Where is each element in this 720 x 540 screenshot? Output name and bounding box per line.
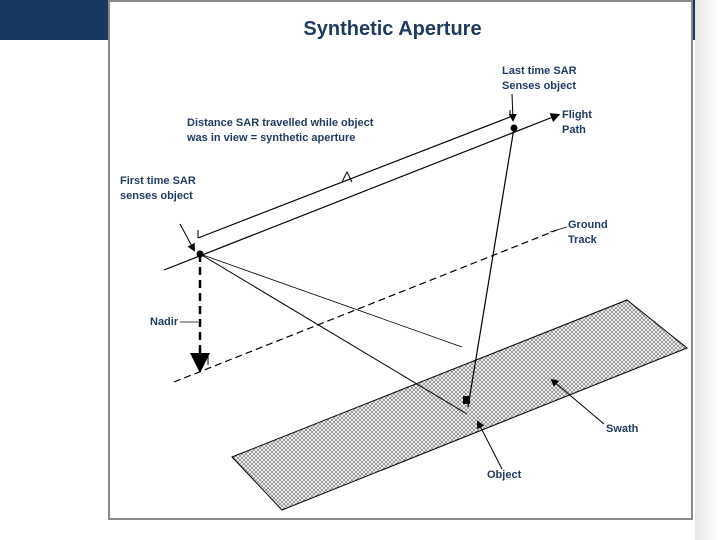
last-beam [467,127,515,408]
object-label: Object [487,469,522,481]
ground-track-label: Ground Track [568,219,608,246]
object-marker [463,396,470,404]
nadir-label: Nadir [150,316,179,328]
flight-path-line [163,113,561,271]
diagram-title: Synthetic Aperture [303,18,482,40]
swath-area [231,299,688,511]
swath-label: Swath [606,423,639,435]
last-time-label: Last time SAR Senses object [502,65,577,92]
aperture-bracket [197,116,511,239]
slide-edge-shadow [695,0,720,540]
first-beam-outer [199,253,463,348]
synthetic-aperture-diagram [163,93,688,511]
flight-path-label: Flight Path [562,109,592,136]
synthetic-aperture-label: Distance SAR travelled while object was … [187,117,374,144]
first-time-label: First time SAR senses object [120,175,196,202]
diagram-figure: Synthetic Aperture Last time SAR Senses … [108,0,693,520]
last-sar-point [510,124,518,132]
first-beam [199,253,468,415]
